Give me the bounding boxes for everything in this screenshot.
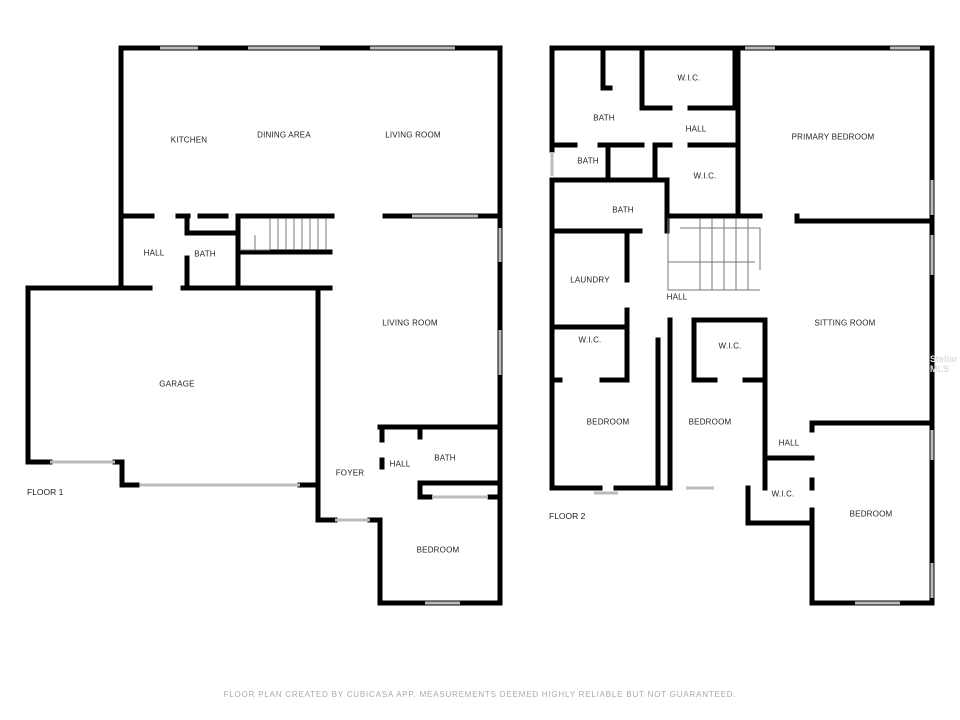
floor-1-walls <box>25 45 503 606</box>
floor-1-label: FLOOR 1 <box>27 487 64 497</box>
room-label-bedroom-2: BEDROOM <box>688 417 732 427</box>
footer-disclaimer: FLOOR PLAN CREATED BY CUBICASA APP. MEAS… <box>223 690 737 699</box>
room-label-hall: HALL <box>143 248 165 258</box>
room-label-hall: HALL <box>685 124 707 134</box>
floor-2-walls <box>549 45 935 606</box>
watermark: Stellar MLS <box>930 354 958 374</box>
floor-2-label: FLOOR 2 <box>549 511 586 521</box>
room-label-hall-2: HALL <box>389 459 411 469</box>
room-label-bath-3: BATH <box>612 205 634 215</box>
room-label-hall-3: HALL <box>778 438 800 448</box>
room-label-wic-4: W.I.C. <box>718 341 742 351</box>
room-label-wic-3: W.I.C. <box>578 335 602 345</box>
room-label-kitchen: KITCHEN <box>170 135 208 145</box>
room-label-bath: BATH <box>593 113 615 123</box>
room-label-bedroom-3: BEDROOM <box>849 509 893 519</box>
room-label-foyer: FOYER <box>335 468 365 478</box>
room-label-wic-5: W.I.C. <box>771 489 795 499</box>
room-label-dining-area: DINING AREA <box>257 130 311 140</box>
room-label-bedroom: BEDROOM <box>416 545 460 555</box>
room-label-bath-2: BATH <box>434 453 456 463</box>
room-label-laundry: LAUNDRY <box>570 275 610 285</box>
room-label-living-room: LIVING ROOM <box>385 130 441 140</box>
room-label-bedroom: BEDROOM <box>586 417 630 427</box>
room-label-wic-2: W.I.C. <box>693 171 717 181</box>
room-label-living-room-2: LIVING ROOM <box>382 318 438 328</box>
room-label-sitting-room: SITTING ROOM <box>814 318 876 328</box>
room-label-wic: W.I.C. <box>677 73 701 83</box>
room-label-hall-2: HALL <box>666 292 688 302</box>
room-label-garage: GARAGE <box>159 379 195 389</box>
room-label-primary-bedroom: PRIMARY BEDROOM <box>791 132 875 142</box>
room-label-bath-2: BATH <box>577 156 599 166</box>
room-label-bath: BATH <box>194 249 216 259</box>
